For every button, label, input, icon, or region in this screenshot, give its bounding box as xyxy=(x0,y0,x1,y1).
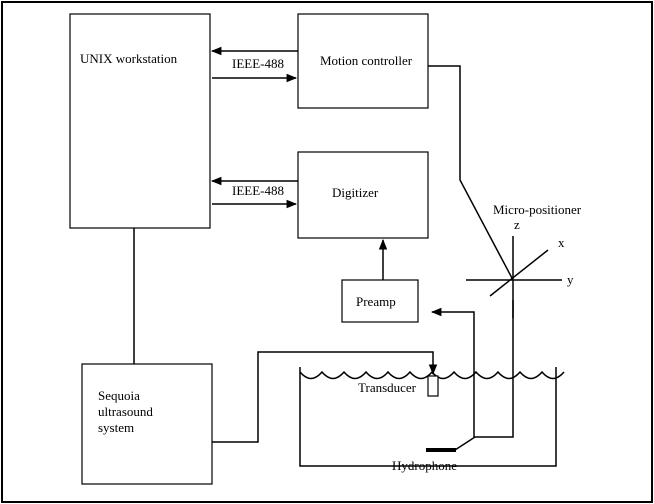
sequoia-label-line1: Sequoia xyxy=(98,388,140,403)
positioner-label: Micro-positioner xyxy=(493,202,582,217)
controller-to-positioner-line xyxy=(428,65,514,281)
hydrophone-to-preamp-arrow xyxy=(430,307,475,437)
unix-workstation-label: UNIX workstation xyxy=(80,51,178,66)
digitizer-label: Digitizer xyxy=(332,185,379,200)
positioner-x-axis xyxy=(489,249,549,297)
positioner-axis-z: z xyxy=(514,217,520,232)
sequoia-label-line3: system xyxy=(98,420,134,435)
transducer-element xyxy=(427,375,439,397)
sequoia-label-line2: ultrasound xyxy=(98,404,153,419)
motion-controller-label: Motion controller xyxy=(320,53,413,68)
unix-workstation-box xyxy=(69,13,211,229)
preamp-label: Preamp xyxy=(356,294,396,309)
motion-controller-box xyxy=(297,13,429,109)
bus-bottom-label: IEEE-488 xyxy=(232,183,284,198)
transducer-label: Transducer xyxy=(358,380,417,395)
sequoia-to-transducer-arrow xyxy=(212,351,438,443)
positioner-axis-y: y xyxy=(567,272,574,287)
positioner-arm-line xyxy=(454,300,514,451)
preamp-box xyxy=(341,279,419,323)
water-tank xyxy=(299,367,557,467)
bus-top-label: IEEE-488 xyxy=(232,56,284,71)
sequoia-box xyxy=(81,363,213,485)
digitizer-box xyxy=(297,151,429,239)
positioner-axis-x: x xyxy=(558,235,565,250)
